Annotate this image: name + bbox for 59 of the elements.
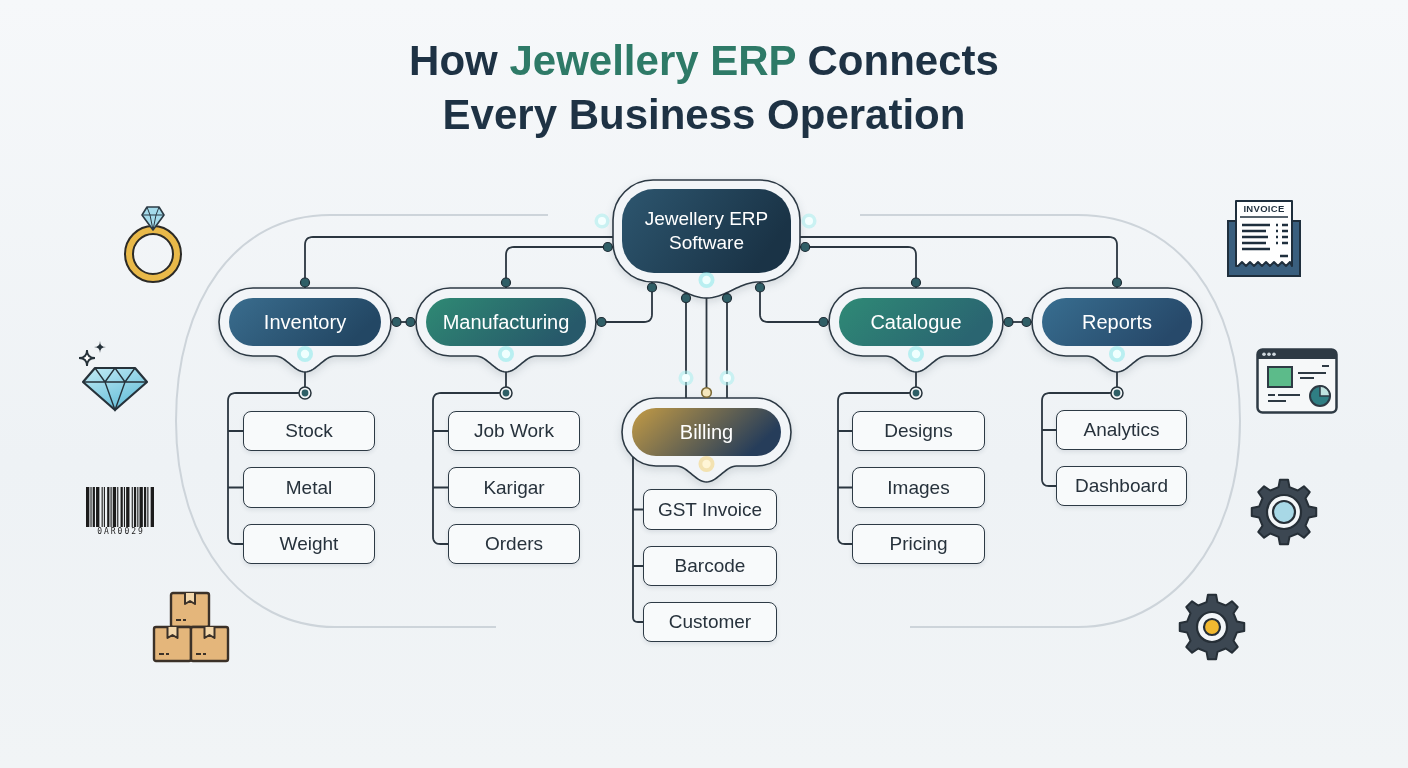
module-pill	[219, 288, 391, 372]
module-pill	[829, 288, 1003, 372]
feature-box	[448, 467, 580, 508]
pill-label: Manufacturing	[442, 309, 570, 335]
connector-line	[1002, 316, 1033, 328]
feature-label: Analytics	[1083, 419, 1160, 441]
connector-line	[299, 236, 614, 289]
feature-box	[243, 524, 375, 564]
feature-box	[243, 411, 375, 451]
connector-line	[227, 371, 306, 545]
connector-line	[837, 371, 917, 545]
feature-label: Stock	[285, 420, 333, 442]
module-pill	[1032, 288, 1202, 372]
connector-line	[500, 241, 615, 289]
feature-box	[852, 411, 985, 451]
feature-label: Customer	[668, 611, 752, 633]
feature-box	[243, 467, 375, 508]
connector-line	[754, 281, 830, 328]
pill-label: Jewellery ERP Software	[643, 207, 770, 255]
connector-line	[721, 291, 733, 399]
feature-box	[1056, 410, 1187, 450]
feature-label: Orders	[484, 533, 544, 555]
feature-label: Pricing	[889, 533, 948, 555]
feature-label: Weight	[279, 533, 339, 555]
diagram-title: How Jewellery ERP Connects Every Business Operation	[408, 36, 1000, 140]
feature-box	[852, 524, 985, 564]
connector-line	[595, 281, 658, 328]
feature-label: GST Invoice	[657, 498, 763, 521]
pill-label: Reports	[1082, 309, 1152, 335]
feature-box	[448, 524, 580, 564]
feature-label: Dashboard	[1075, 475, 1168, 497]
feature-box	[643, 489, 777, 530]
pill-label: Catalogue	[870, 309, 962, 335]
pill-label: Billing	[679, 419, 734, 445]
connector-line	[390, 316, 417, 328]
feature-label: Karigar	[483, 476, 545, 499]
pill-label: Inventory	[263, 309, 347, 335]
connector-line	[1041, 371, 1118, 487]
feature-box	[448, 411, 580, 451]
connector-line	[799, 236, 1123, 289]
connector-line	[680, 291, 692, 399]
hub-pill	[613, 180, 800, 298]
feature-box	[852, 467, 985, 508]
connector-line	[700, 297, 713, 399]
feature-label: Metal	[285, 476, 333, 499]
feature-label: Job Work	[474, 420, 554, 442]
feature-box	[643, 546, 777, 586]
module-pill	[622, 398, 791, 482]
barcode-number: 0AR0029	[97, 528, 145, 537]
module-pill	[416, 288, 596, 372]
feature-label: Designs	[884, 420, 953, 442]
feature-box	[1056, 466, 1187, 506]
connector-line	[798, 241, 922, 289]
connector-line	[632, 456, 644, 623]
connector-line	[432, 371, 507, 545]
feature-box	[643, 602, 777, 642]
invoice-heading: INVOICE	[1243, 204, 1285, 215]
feature-label: Images	[887, 476, 950, 499]
feature-label: Barcode	[674, 555, 746, 577]
